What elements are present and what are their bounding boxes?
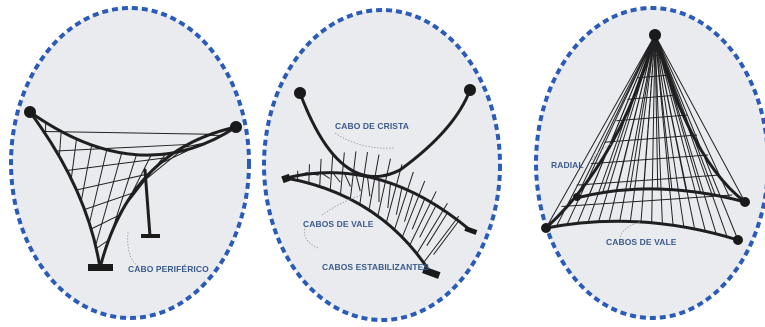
panel-1-top-cable [28, 110, 238, 157]
panel-2-base-right [464, 226, 478, 235]
panel-3-anchor-left [541, 223, 551, 233]
panel-3-leader-radial [591, 139, 621, 161]
panel-2-mesh-line [343, 172, 351, 187]
panel-1-base-small [141, 234, 160, 238]
panel-2-mesh-line [395, 187, 403, 215]
panel-3-mesh-line [629, 34, 656, 190]
label-radial: RADIAL [551, 160, 584, 170]
panel-2-anchor-right [464, 84, 476, 96]
panel-3-mesh-line [604, 134, 698, 143]
panel-2-mesh-line [355, 174, 361, 192]
label-cabos-de-vale-3: CABOS DE VALE [606, 237, 677, 247]
panel-3-mesh-line [654, 34, 685, 228]
panel-2-mesh-line [368, 154, 380, 211]
panel-1-mesh-line [90, 214, 120, 230]
panel-2-crest-cable [298, 88, 472, 179]
panel-3-right-ridge [653, 33, 747, 204]
panel-1-right-edge [98, 125, 238, 270]
panel-3-mesh-line [651, 34, 656, 223]
panel-1-short-leg [143, 168, 152, 238]
panel-3-mesh-line [575, 34, 656, 199]
panel-2-valley-cable-upper [284, 171, 472, 232]
panel-1-leader [127, 231, 139, 267]
panel-3-mesh-line [588, 34, 656, 196]
panel-2-leader-vale [321, 194, 363, 216]
panel-2-mesh-line [423, 215, 460, 263]
panel-2-mesh-line [426, 212, 448, 246]
panel-2-mesh-line [411, 198, 426, 230]
label-cabo-periferico: CABO PERIFÉRICO [128, 264, 209, 274]
panel-1-mesh-line [43, 131, 211, 135]
panel-1-mesh-line [80, 144, 93, 202]
panel-2-anchor-left [294, 87, 306, 99]
panel-2-mesh-line [385, 164, 403, 223]
panel-3-mesh-line [561, 194, 733, 208]
panel-3-mast-top [649, 29, 661, 41]
panel-1-mesh-line [66, 157, 168, 171]
panel-3-bottom-cable [544, 219, 740, 242]
panel-2-mesh-line [403, 192, 414, 222]
panel-3-anchor-back-left [573, 193, 581, 201]
panel-2-leader-estab [304, 224, 319, 249]
panel-2-mesh [297, 151, 460, 263]
panel-2-oval [262, 8, 502, 322]
panel-3-mesh-line [643, 34, 656, 190]
panel-3-mesh-line [556, 34, 656, 227]
panel-3-mesh-line [654, 34, 746, 203]
panel-3-mesh-line [545, 34, 656, 229]
panel-2-base-bottom [422, 266, 441, 279]
panel-3-mesh-line [654, 34, 731, 199]
panel-1-base-main [88, 264, 113, 271]
panel-3-oval [534, 6, 765, 320]
panel-3-mesh-line [627, 94, 679, 100]
label-cabo-de-crista: CABO DE CRISTA [335, 121, 409, 131]
panel-3-mesh-line [576, 174, 720, 186]
panel-2-mesh-line [377, 158, 391, 217]
panel-3-anchor-back [740, 197, 750, 207]
panel-2-mesh-line [433, 220, 460, 255]
panel-3-mesh-line [566, 34, 656, 225]
panel-2-mesh-line [387, 183, 391, 209]
panel-2-mesh-line [332, 172, 341, 183]
panel-2-mesh-line [409, 191, 437, 246]
panel-3-anchor-right [733, 235, 743, 245]
panel-3-mesh-line [616, 114, 688, 122]
label-cabos-estabilizantes: CABOS ESTABILIZANTES [322, 262, 429, 272]
panel-2: CABO DE CRISTA CABOS DE VALE CABOS ESTAB… [262, 8, 502, 322]
panel-2-leader-crista [334, 132, 396, 149]
panel-3-left-ridge [544, 33, 657, 230]
panel-3-mesh-line [654, 34, 663, 224]
panel-1-mesh-line [84, 192, 134, 210]
panel-1: CABO PERIFÉRICO [9, 6, 251, 320]
panel-3-mesh-line [590, 154, 709, 165]
panel-2-mesh-line [401, 180, 426, 238]
panel-3-ring-cable [574, 187, 747, 204]
panel-1-mesh-line [95, 152, 123, 246]
panel-1-anchor-right [230, 121, 242, 133]
panel-1-left-edge [28, 110, 102, 270]
panel-2-mesh-line [393, 171, 414, 230]
panel-1-mesh-line [76, 173, 150, 191]
panel-3-mesh-line [654, 34, 739, 241]
label-cabos-de-vale: CABOS DE VALE [303, 219, 374, 229]
panel-2-mesh-line [419, 205, 437, 238]
panel-2-base-left [281, 173, 292, 184]
panel-2-mesh-line [366, 176, 371, 197]
panel-3-mesh-line [654, 34, 659, 190]
panel-1-oval [9, 6, 251, 320]
panel-2-valley-cable-lower [284, 176, 432, 274]
panel-2-mesh-line [416, 202, 448, 254]
panel-1-mesh-line [56, 143, 188, 152]
panel-1-mesh-line [58, 131, 62, 157]
panel-3: RADIAL CABOS DE VALE [534, 6, 765, 320]
panel-3-mesh-line [654, 34, 673, 190]
panel-1-anchor-left [24, 106, 36, 118]
panel-2-mesh-line [359, 152, 368, 205]
panel-1-mesh-line [70, 138, 77, 179]
panel-3-mesh-line [654, 34, 687, 191]
panel-1-mesh-line [88, 149, 108, 224]
